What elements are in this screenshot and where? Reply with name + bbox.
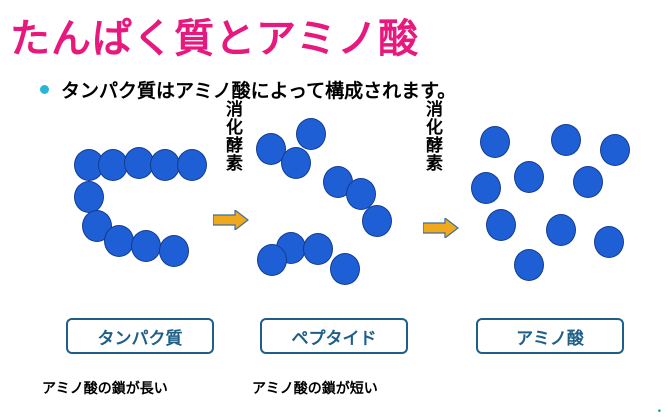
- amino-acid-ball: [546, 214, 576, 246]
- amino-acid-ball: [346, 178, 376, 210]
- right-arrow-icon: [213, 210, 249, 230]
- amino-acid-ball: [362, 205, 392, 237]
- slide-title: たんぱく質とアミノ酸: [10, 16, 420, 62]
- amino-acid-ball: [600, 134, 630, 166]
- amino-acid-ball: [98, 149, 128, 181]
- amino-acid-ball: [514, 249, 544, 281]
- amino-acid-ball: [104, 225, 134, 257]
- bullet-point: タンパク質はアミノ酸によって構成されます。: [40, 76, 456, 103]
- amino-acid-ball: [74, 181, 104, 213]
- enzyme-label-1: 消化酵素: [222, 100, 242, 172]
- amino-acid-ball: [330, 253, 360, 285]
- amino-acid-label-box: アミノ酸: [476, 318, 624, 354]
- amino-acid-ball: [281, 147, 311, 179]
- bullet-icon: [40, 85, 49, 94]
- page-marker: •: [656, 407, 662, 417]
- amino-acid-ball: [296, 118, 326, 150]
- amino-acid-ball: [486, 209, 516, 241]
- amino-acid-ball: [471, 172, 501, 204]
- peptide-label-box: ペプタイド: [260, 318, 408, 354]
- protein-label-box: タンパク質: [66, 318, 214, 354]
- protein-caption: アミノ酸の鎖が長い: [42, 381, 168, 397]
- amino-acid-ball: [551, 124, 581, 156]
- peptide-caption: アミノ酸の鎖が短い: [252, 381, 378, 397]
- amino-acid-ball: [131, 230, 161, 262]
- right-arrow-icon: [423, 218, 459, 238]
- amino-acid-ball: [480, 126, 510, 158]
- amino-acid-ball: [150, 149, 180, 181]
- amino-acid-ball: [303, 233, 333, 265]
- bullet-text: タンパク質はアミノ酸によって構成されます。: [61, 80, 457, 102]
- amino-acid-ball: [124, 147, 154, 179]
- amino-acid-ball: [177, 149, 207, 181]
- amino-acid-ball: [514, 161, 544, 193]
- amino-acid-ball: [257, 244, 287, 276]
- enzyme-label-2: 消化酵素: [422, 100, 442, 172]
- amino-acid-ball: [594, 226, 624, 258]
- amino-acid-ball: [573, 166, 603, 198]
- amino-acid-ball: [159, 235, 189, 267]
